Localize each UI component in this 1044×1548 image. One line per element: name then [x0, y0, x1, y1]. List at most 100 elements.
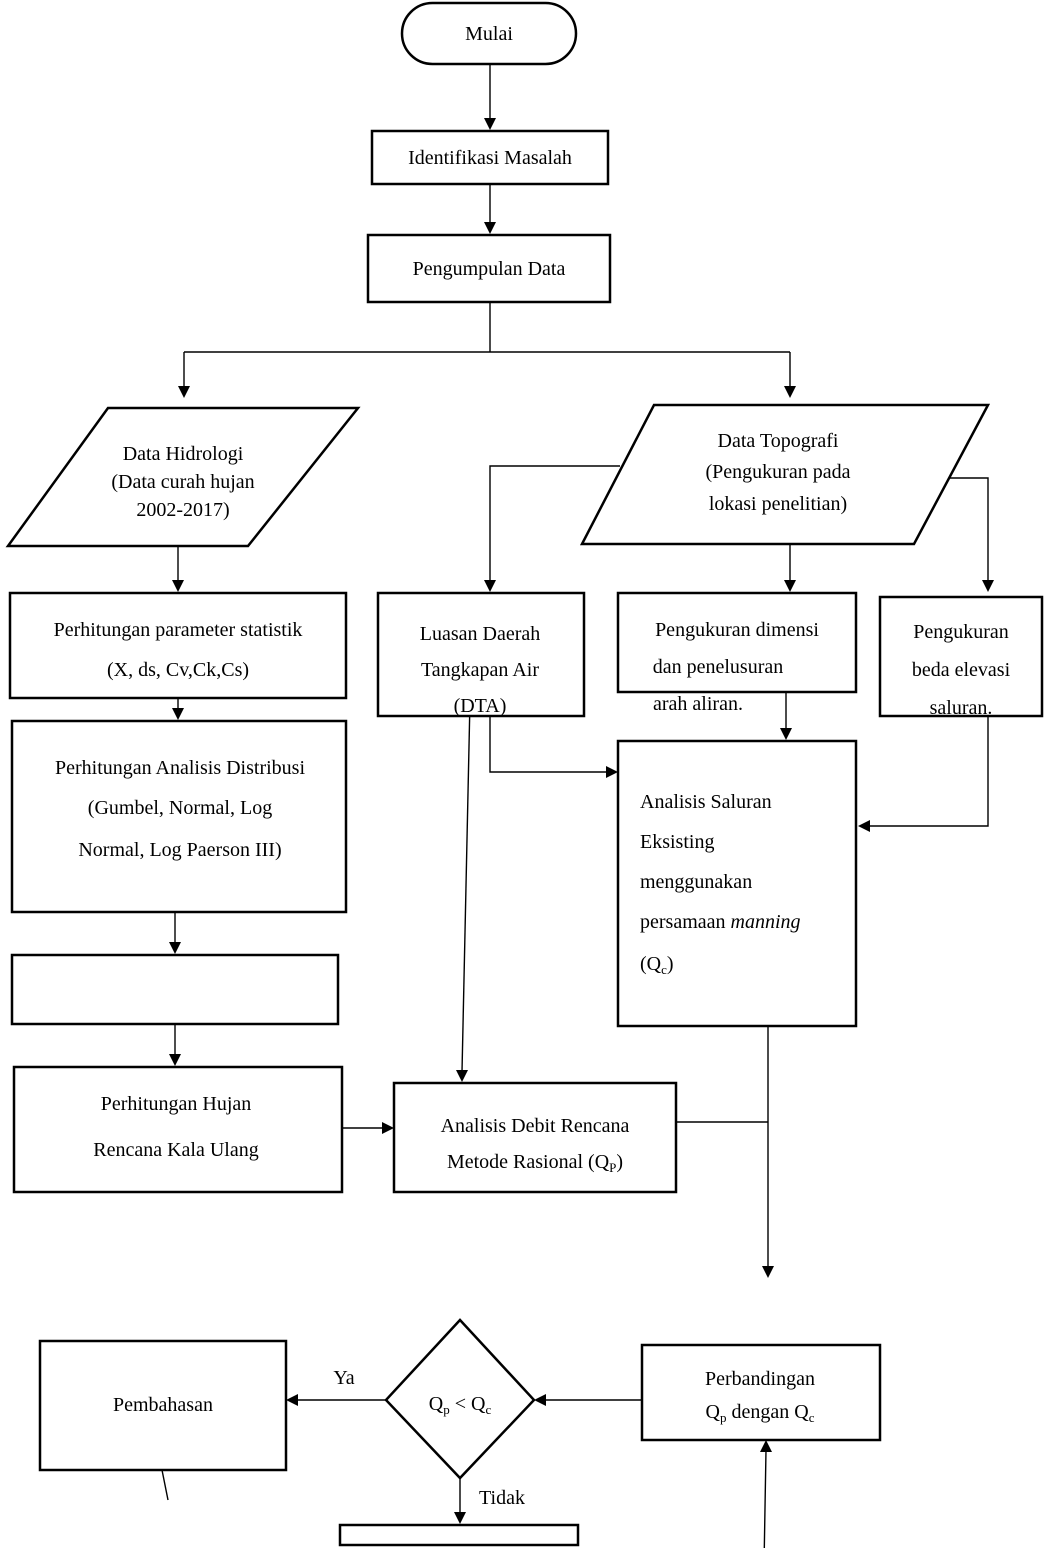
edge-pembahasan-selesai — [161, 1469, 169, 1501]
subscript: p — [443, 1402, 450, 1417]
edge-luasan-debit — [461, 699, 471, 1073]
node-label: Tangkapan Air — [421, 659, 539, 681]
arrowhead — [762, 1266, 774, 1278]
node-decision: Qp < Qc — [384, 1318, 536, 1480]
edge-topografi-luasan — [489, 465, 620, 584]
process-box — [616, 591, 858, 694]
process-box — [338, 1523, 580, 1547]
arrowhead — [484, 580, 496, 592]
node-identifikasi: Identifikasi Masalah — [370, 129, 610, 186]
process-box — [392, 1081, 678, 1194]
arrowhead — [484, 222, 496, 234]
arrowhead — [606, 766, 618, 778]
node-label: persamaan manning — [640, 911, 801, 933]
node-label: Perbandingan — [705, 1368, 815, 1390]
arrowhead — [982, 580, 994, 592]
arrowhead — [784, 580, 796, 592]
label-part: (Q — [640, 953, 662, 975]
data-parallelogram — [5, 406, 361, 548]
process-box — [616, 739, 858, 1028]
node-label: Qp dengan Qc — [706, 1401, 815, 1425]
subscript: c — [809, 1410, 815, 1425]
edges — [161, 64, 994, 1548]
node-pembahasan: Pembahasan — [38, 1339, 288, 1472]
node-pengumpulan: Pengumpulan Data — [366, 233, 612, 304]
subscript: c — [661, 962, 667, 977]
arrowhead — [484, 118, 496, 130]
decision-diamond — [384, 1318, 536, 1480]
arrowhead — [780, 728, 792, 740]
node-label: beda elevasi — [912, 659, 1011, 681]
node-label: Eksisting — [640, 831, 714, 853]
arrowhead — [534, 1394, 546, 1406]
node-hujan: Perhitungan Hujan Rencana Kala Ulang — [12, 1065, 344, 1194]
arrowhead — [454, 1512, 466, 1524]
process-box — [370, 129, 610, 186]
process-box — [640, 1343, 882, 1442]
node-label: Pengumpulan Data — [413, 258, 566, 280]
node-label: Data Hidrologi — [123, 443, 244, 465]
node-label: Data Topografi — [718, 430, 839, 452]
node-label: Perhitungan Analisis Distribusi — [55, 757, 305, 779]
edge-elevasi-eksisting — [868, 716, 989, 827]
edge-desain-perbandingan — [763, 1449, 767, 1548]
node-label: dan penelusuran — [653, 656, 784, 678]
node-label: Perhitungan Hujan — [101, 1093, 252, 1115]
arrowhead — [172, 580, 184, 592]
node-label: Mulai — [465, 23, 513, 45]
node-frekuensi — [10, 953, 340, 1026]
node-label: Perhitungan parameter statistik — [54, 619, 303, 641]
process-box — [878, 595, 1044, 718]
arrowhead — [382, 1122, 394, 1134]
label-part: dengan Q — [726, 1401, 809, 1423]
node-label: Rencana Kala Ulang — [93, 1139, 258, 1161]
node-label: Analisis Saluran — [640, 791, 772, 813]
node-label: (X, ds, Cv,Ck,Cs) — [107, 659, 249, 681]
arrowhead — [456, 1070, 468, 1082]
node-parameter: Perhitungan parameter statistik (X, ds, … — [8, 591, 348, 700]
process-box — [10, 719, 348, 914]
node-label: (Gumbel, Normal, Log — [88, 797, 272, 819]
node-label: Pembahasan — [113, 1394, 213, 1416]
process-box — [12, 1065, 344, 1194]
label-part-italic: manning — [731, 911, 801, 933]
process-box — [376, 591, 586, 718]
node-label: (DTA) — [454, 695, 507, 717]
process-box — [8, 591, 348, 700]
arrowhead — [178, 386, 190, 398]
node-debit: Analisis Debit Rencana Metode Rasional (… — [392, 1081, 678, 1194]
node-label: Metode Rasional (QP) — [447, 1151, 623, 1175]
node-elevasi: Pengukuran beda elevasi saluran. — [878, 595, 1044, 719]
arrowhead — [286, 1394, 298, 1406]
node-label: Analisis Debit Rencana — [441, 1115, 630, 1137]
subscript: p — [720, 1410, 727, 1425]
edge-label-tidak: Tidak — [479, 1487, 525, 1509]
label-part: Metode Rasional (Q — [447, 1151, 610, 1173]
arrowhead — [169, 1054, 181, 1066]
node-label: lokasi penelitian) — [709, 493, 847, 515]
node-topografi: Data Topografi (Pengukuran pada lokasi p… — [579, 403, 991, 546]
arrowhead — [172, 708, 184, 720]
node-dimensi: Pengukuran dimensi dan penelusuran arah … — [616, 591, 858, 715]
node-label: saluran. — [930, 697, 993, 719]
arrowhead — [760, 1440, 772, 1452]
node-luasan: Luasan Daerah Tangkapan Air (DTA) — [376, 591, 586, 718]
node-label: Luasan Daerah — [420, 623, 541, 645]
arrowhead — [169, 942, 181, 954]
node-label: (Pengukuran pada — [706, 461, 851, 483]
node-eksisting: Analisis Saluran Eksisting menggunakan p… — [616, 739, 858, 1028]
process-box — [366, 233, 612, 304]
arrowhead — [784, 386, 796, 398]
edge-luasan-eksisting — [489, 700, 608, 773]
node-label: (Qc) — [640, 953, 674, 977]
node-label: Qp < Qc — [429, 1393, 492, 1417]
label-part: < Q — [450, 1393, 486, 1415]
data-parallelogram — [579, 403, 991, 546]
node-label: Pengukuran — [913, 621, 1009, 643]
edge-label-ya: Ya — [333, 1367, 354, 1389]
node-label: (Data curah hujan — [111, 471, 254, 493]
process-box — [10, 953, 340, 1026]
label-part: persamaan — [640, 911, 731, 933]
subscript: c — [485, 1402, 491, 1417]
node-label: arah aliran. — [653, 693, 743, 715]
